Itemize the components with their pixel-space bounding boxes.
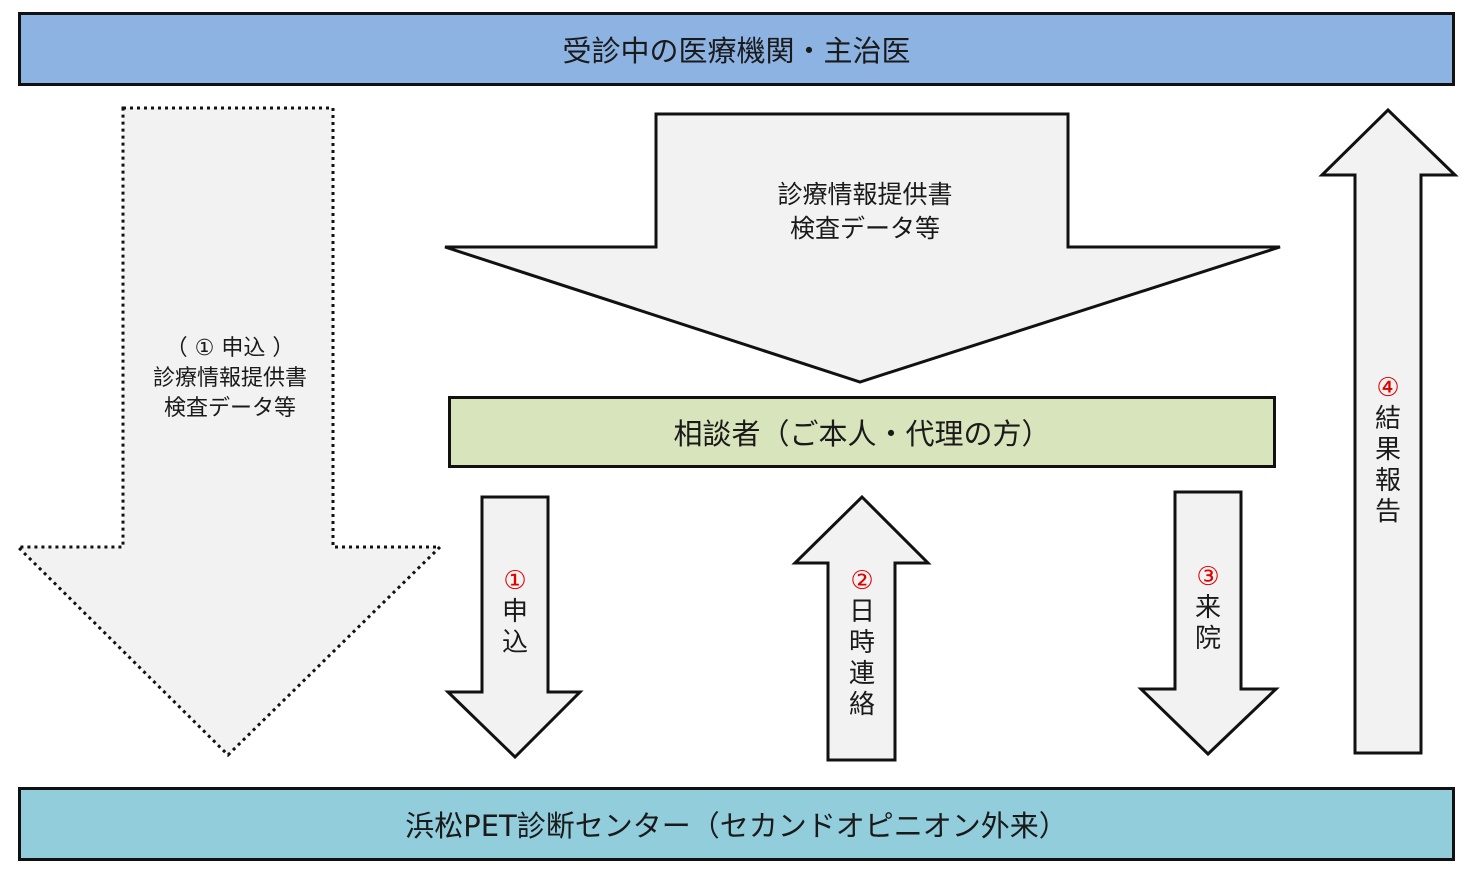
step3-number: ③ — [1196, 562, 1220, 592]
step4-char: 報 — [1374, 466, 1401, 496]
step1-down-arrow — [444, 495, 584, 760]
step4-label: ④ 結 果 報 告 — [1368, 373, 1408, 528]
step4-number: ④ — [1376, 373, 1400, 403]
consultant-box: 相談者（ご本人・代理の方） — [448, 396, 1276, 468]
left-arrow-line: 診療情報提供書 — [152, 366, 307, 391]
pet-center-box: 浜松PET診断センター（セカンドオピニオン外来） — [18, 787, 1455, 861]
step4-up-arrow — [1318, 107, 1459, 755]
step2-char: 日 — [848, 597, 875, 627]
center-arrow-line: 検査データ等 — [789, 214, 940, 243]
left-arrow-label: （ ① 申込 ） 診療情報提供書 検査データ等 — [125, 334, 335, 424]
referring-hospital-box: 受診中の医療機関・主治医 — [18, 12, 1455, 86]
step2-number: ② — [850, 566, 874, 596]
referring-hospital-label: 受診中の医療機関・主治医 — [562, 34, 911, 68]
step1-char: 込 — [501, 628, 528, 658]
step4-char: 果 — [1374, 435, 1401, 465]
center-arrow-label: 診療情報提供書 検査データ等 — [660, 178, 1070, 246]
step2-up-arrow — [791, 494, 932, 762]
step1-char: 申 — [501, 597, 528, 627]
left-arrow-line: （ ① 申込 ） — [165, 336, 295, 361]
step3-char: 院 — [1194, 624, 1221, 654]
left-arrow-line: 検査データ等 — [163, 396, 296, 421]
center-arrow-line: 診療情報提供書 — [777, 180, 953, 209]
step1-label: ① 申 込 — [495, 566, 535, 659]
step2-char: 連 — [848, 659, 875, 689]
step2-char: 時 — [848, 628, 875, 658]
step4-char: 告 — [1374, 497, 1401, 527]
step3-char: 来 — [1194, 593, 1221, 623]
step2-label: ② 日 時 連 絡 — [842, 566, 882, 721]
step3-down-arrow — [1137, 490, 1280, 757]
consultant-label: 相談者（ご本人・代理の方） — [673, 417, 1051, 451]
step1-number: ① — [503, 566, 527, 596]
center-big-down-arrow — [444, 112, 1281, 384]
left-dotted-down-arrow — [14, 106, 444, 758]
step3-label: ③ 来 院 — [1188, 562, 1228, 655]
step4-char: 結 — [1374, 404, 1401, 434]
step2-char: 絡 — [848, 690, 875, 720]
pet-center-label: 浜松PET診断センター（セカンドオピニオン外来） — [405, 809, 1068, 843]
